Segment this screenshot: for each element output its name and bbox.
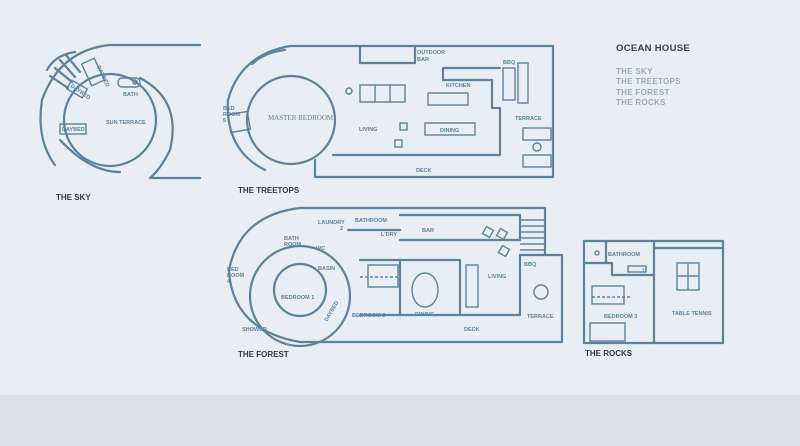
label-bar: BAR	[422, 228, 434, 234]
label-room: ROOM	[223, 112, 241, 118]
label-bed: BED	[227, 267, 239, 273]
caption-the-treetops: THE TREETOPS	[238, 186, 300, 195]
label-bbq: BBQ	[524, 262, 537, 268]
label-table-tennis: TABLE TENNIS	[672, 311, 712, 317]
label-room-number: 4	[227, 279, 231, 285]
label-bbq: BBQ	[503, 60, 516, 66]
label-bathroom: BATHROOM	[355, 218, 387, 224]
label-room-number: 5	[223, 118, 226, 124]
label-living: LIVING	[488, 274, 506, 280]
label-deck: DECK	[416, 168, 432, 174]
label-bathroom: BATHROOM	[608, 252, 640, 258]
label-room: ROOM	[284, 242, 302, 248]
label-terrace: TERRACE	[527, 314, 554, 320]
label-living: LIVING	[359, 127, 377, 133]
label-master-bedroom: MASTER BEDROOM	[268, 114, 334, 122]
label-kitchen: KITCHEN	[446, 83, 470, 89]
label-deck: DECK	[464, 327, 480, 333]
label-terrace: TERRACE	[515, 116, 542, 122]
page-title: OCEAN HOUSE	[616, 43, 691, 54]
caption-the-sky: THE SKY	[56, 193, 91, 202]
label-bar: BAR	[417, 57, 429, 63]
label-bed: BED	[223, 106, 235, 112]
label-dining: DINING	[415, 312, 434, 318]
plan-the-rocks[interactable]: BATHROOM TV BEDROOM 3 TABLE TENNIS THE R…	[582, 239, 725, 358]
label-bath: BATH	[123, 92, 138, 98]
plan-the-forest[interactable]: LAUNDRY 2 BATHROOM L'DRY BAR BATH ROOM W…	[227, 206, 564, 359]
label-bedroom-1: BEDROOM 1	[281, 295, 314, 301]
label-room: ROOM	[227, 273, 245, 279]
nav-link-the-sky[interactable]: THE SKY	[616, 67, 653, 76]
label-wc: WC	[316, 246, 325, 252]
label-daybed: DAYBED	[62, 127, 85, 133]
label-shower: SHOWER	[242, 327, 267, 333]
nav-link-the-treetops[interactable]: THE TREETOPS	[616, 77, 681, 87]
label-tv: TV	[642, 267, 647, 272]
plan-the-treetops[interactable]: OUTDOOR BAR KITCHEN BBQ TERRACE LIVING D…	[223, 44, 555, 195]
plan-the-sky[interactable]: DAYBED DAYBED BATH SUN TERRACE DAYBED TH…	[39, 43, 202, 202]
caption-the-rocks: THE ROCKS	[585, 349, 633, 358]
label-bedroom-2: BEDROOM 2	[352, 313, 385, 319]
label-laundry: LAUNDRY	[318, 220, 345, 226]
footer-band	[0, 395, 800, 446]
label-bedroom-3: BEDROOM 3	[604, 314, 637, 320]
label-basin: BASIN	[318, 266, 335, 272]
label-bath: BATH	[284, 236, 299, 242]
label-laundry-number: 2	[340, 226, 343, 232]
level-nav: THE SKY THE TREETOPS THE FOREST THE ROCK…	[616, 67, 681, 109]
label-sun-terrace: SUN TERRACE	[106, 120, 146, 126]
nav-link-the-forest[interactable]: THE FOREST	[616, 87, 670, 97]
nav-link-the-rocks[interactable]: THE ROCKS	[616, 98, 666, 108]
label-daybed: DAYBED	[324, 300, 341, 323]
label-laundry-room: L'DRY	[381, 232, 397, 238]
label-dining: DINING	[440, 128, 459, 134]
label-outdoor: OUTDOOR	[417, 50, 445, 56]
caption-the-forest: THE FOREST	[238, 350, 289, 359]
